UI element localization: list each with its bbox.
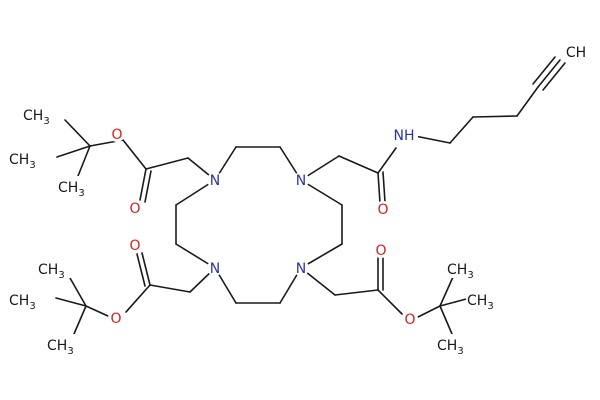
methyl-bond xyxy=(77,145,91,177)
svg-text:O: O xyxy=(377,202,388,218)
amide-oxygen: O xyxy=(375,201,391,218)
arm-bond xyxy=(338,155,379,174)
alkyne-ch-atom: CH xyxy=(561,42,591,61)
carbonyl-bond xyxy=(382,171,386,203)
svg-text:CH3: CH3 xyxy=(23,108,50,127)
methyl-bond xyxy=(439,297,471,307)
svg-text:CH3: CH3 xyxy=(47,338,74,357)
methyl-base: CH xyxy=(58,180,78,196)
methyl-group: CH3 xyxy=(436,334,470,357)
svg-text:CH: CH xyxy=(566,45,586,61)
arm-bond xyxy=(85,305,109,317)
methyl-bond xyxy=(56,145,91,158)
methyl-group: CH3 xyxy=(446,258,480,281)
ester-oxygen-bottom-left: O xyxy=(108,310,124,327)
arm-bond xyxy=(122,139,147,170)
svg-text:O: O xyxy=(129,201,140,217)
ester-oxygen-bottom-right: O xyxy=(402,311,418,328)
svg-text:N: N xyxy=(296,261,306,277)
svg-text:CH3: CH3 xyxy=(447,262,474,281)
arm-bond xyxy=(145,157,189,170)
methyl-subscript: 3 xyxy=(43,116,49,127)
amide-bond xyxy=(377,147,397,174)
svg-text:CH3: CH3 xyxy=(467,293,494,312)
chain-bond xyxy=(472,115,518,118)
svg-text:N: N xyxy=(296,173,306,189)
methyl-subscript: 3 xyxy=(29,301,35,312)
methyl-bond xyxy=(439,276,454,307)
methyl-base: CH xyxy=(9,152,29,168)
svg-text:O: O xyxy=(111,127,122,143)
chain-bond xyxy=(414,135,451,144)
triple-bond xyxy=(532,56,556,85)
carbonyl-bond xyxy=(136,253,146,287)
nitrogen-atom-top-right: N xyxy=(293,172,309,189)
arm-bond xyxy=(417,305,441,318)
methyl-subscript: 3 xyxy=(67,346,73,357)
methyl-base: CH xyxy=(447,262,467,278)
methyl-subscript: 3 xyxy=(29,160,35,171)
amide-nh-atom: NH xyxy=(392,126,418,144)
carbonyl-oxygen-top-left: O xyxy=(127,200,143,217)
methyl-bond xyxy=(64,119,91,147)
methyl-group: CH3 xyxy=(37,258,71,281)
methyl-group: CH3 xyxy=(57,176,91,199)
svg-text:CH3: CH3 xyxy=(58,180,85,199)
nitrogen-atom-top-left: N xyxy=(207,172,223,189)
arm-bond xyxy=(149,284,191,293)
carbonyl-bond xyxy=(141,252,151,286)
nitrogen-atom-bottom-left: N xyxy=(207,260,223,277)
svg-text:N: N xyxy=(210,173,220,189)
svg-text:O: O xyxy=(110,311,121,327)
arm-bond xyxy=(334,289,379,296)
chain-bond xyxy=(449,116,474,144)
nitrogen-atom-bottom-right: N xyxy=(293,260,309,277)
svg-text:O: O xyxy=(375,243,386,259)
methyl-base: CH xyxy=(23,108,43,124)
carbonyl-bond xyxy=(139,168,147,201)
svg-text:CH3: CH3 xyxy=(9,152,36,171)
methyl-base: CH xyxy=(47,338,67,354)
triple-bond xyxy=(542,62,566,91)
methyl-bond xyxy=(55,297,87,307)
svg-text:N: N xyxy=(210,261,220,277)
bond-layer xyxy=(55,56,566,335)
methyl-group: CH3 xyxy=(8,289,42,312)
svg-text:CH3: CH3 xyxy=(9,293,36,312)
carbonyl-bond xyxy=(144,170,152,203)
arm-bond xyxy=(377,289,403,315)
carbonyl-oxygen-bottom-left: O xyxy=(127,237,143,254)
svg-text:CH3: CH3 xyxy=(437,338,464,357)
svg-text:NH: NH xyxy=(394,128,415,144)
carbonyl-bond xyxy=(377,172,381,204)
triple-bond xyxy=(537,59,561,88)
methyl-base: CH xyxy=(437,338,457,354)
svg-text:O: O xyxy=(129,238,140,254)
methyl-base: CH xyxy=(38,262,58,278)
methyl-subscript: 3 xyxy=(58,270,64,281)
methyl-bond xyxy=(73,305,87,335)
atom-layer: N N N N NH O O O xyxy=(8,42,591,357)
methyl-base: CH xyxy=(9,293,29,309)
carbonyl-oxygen-bottom-right: O xyxy=(373,242,389,259)
methyl-group: CH3 xyxy=(8,148,42,171)
methyl-subscript: 3 xyxy=(457,346,463,357)
methyl-bond xyxy=(69,277,87,307)
chain-bond xyxy=(516,86,539,117)
methyl-subscript: 3 xyxy=(467,270,473,281)
ring-bond xyxy=(300,179,343,206)
ester-oxygen-top-left: O xyxy=(109,126,125,143)
methyl-base: CH xyxy=(467,293,487,309)
methyl-subscript: 3 xyxy=(487,301,493,312)
arm-bond xyxy=(125,284,151,313)
methyl-group: CH3 xyxy=(466,289,500,312)
svg-text:O: O xyxy=(404,312,415,328)
methyl-bond xyxy=(439,305,453,335)
methyl-group: CH3 xyxy=(22,104,56,127)
methyl-group: CH3 xyxy=(46,334,80,357)
methyl-subscript: 3 xyxy=(78,188,84,199)
svg-text:CH3: CH3 xyxy=(38,262,65,281)
